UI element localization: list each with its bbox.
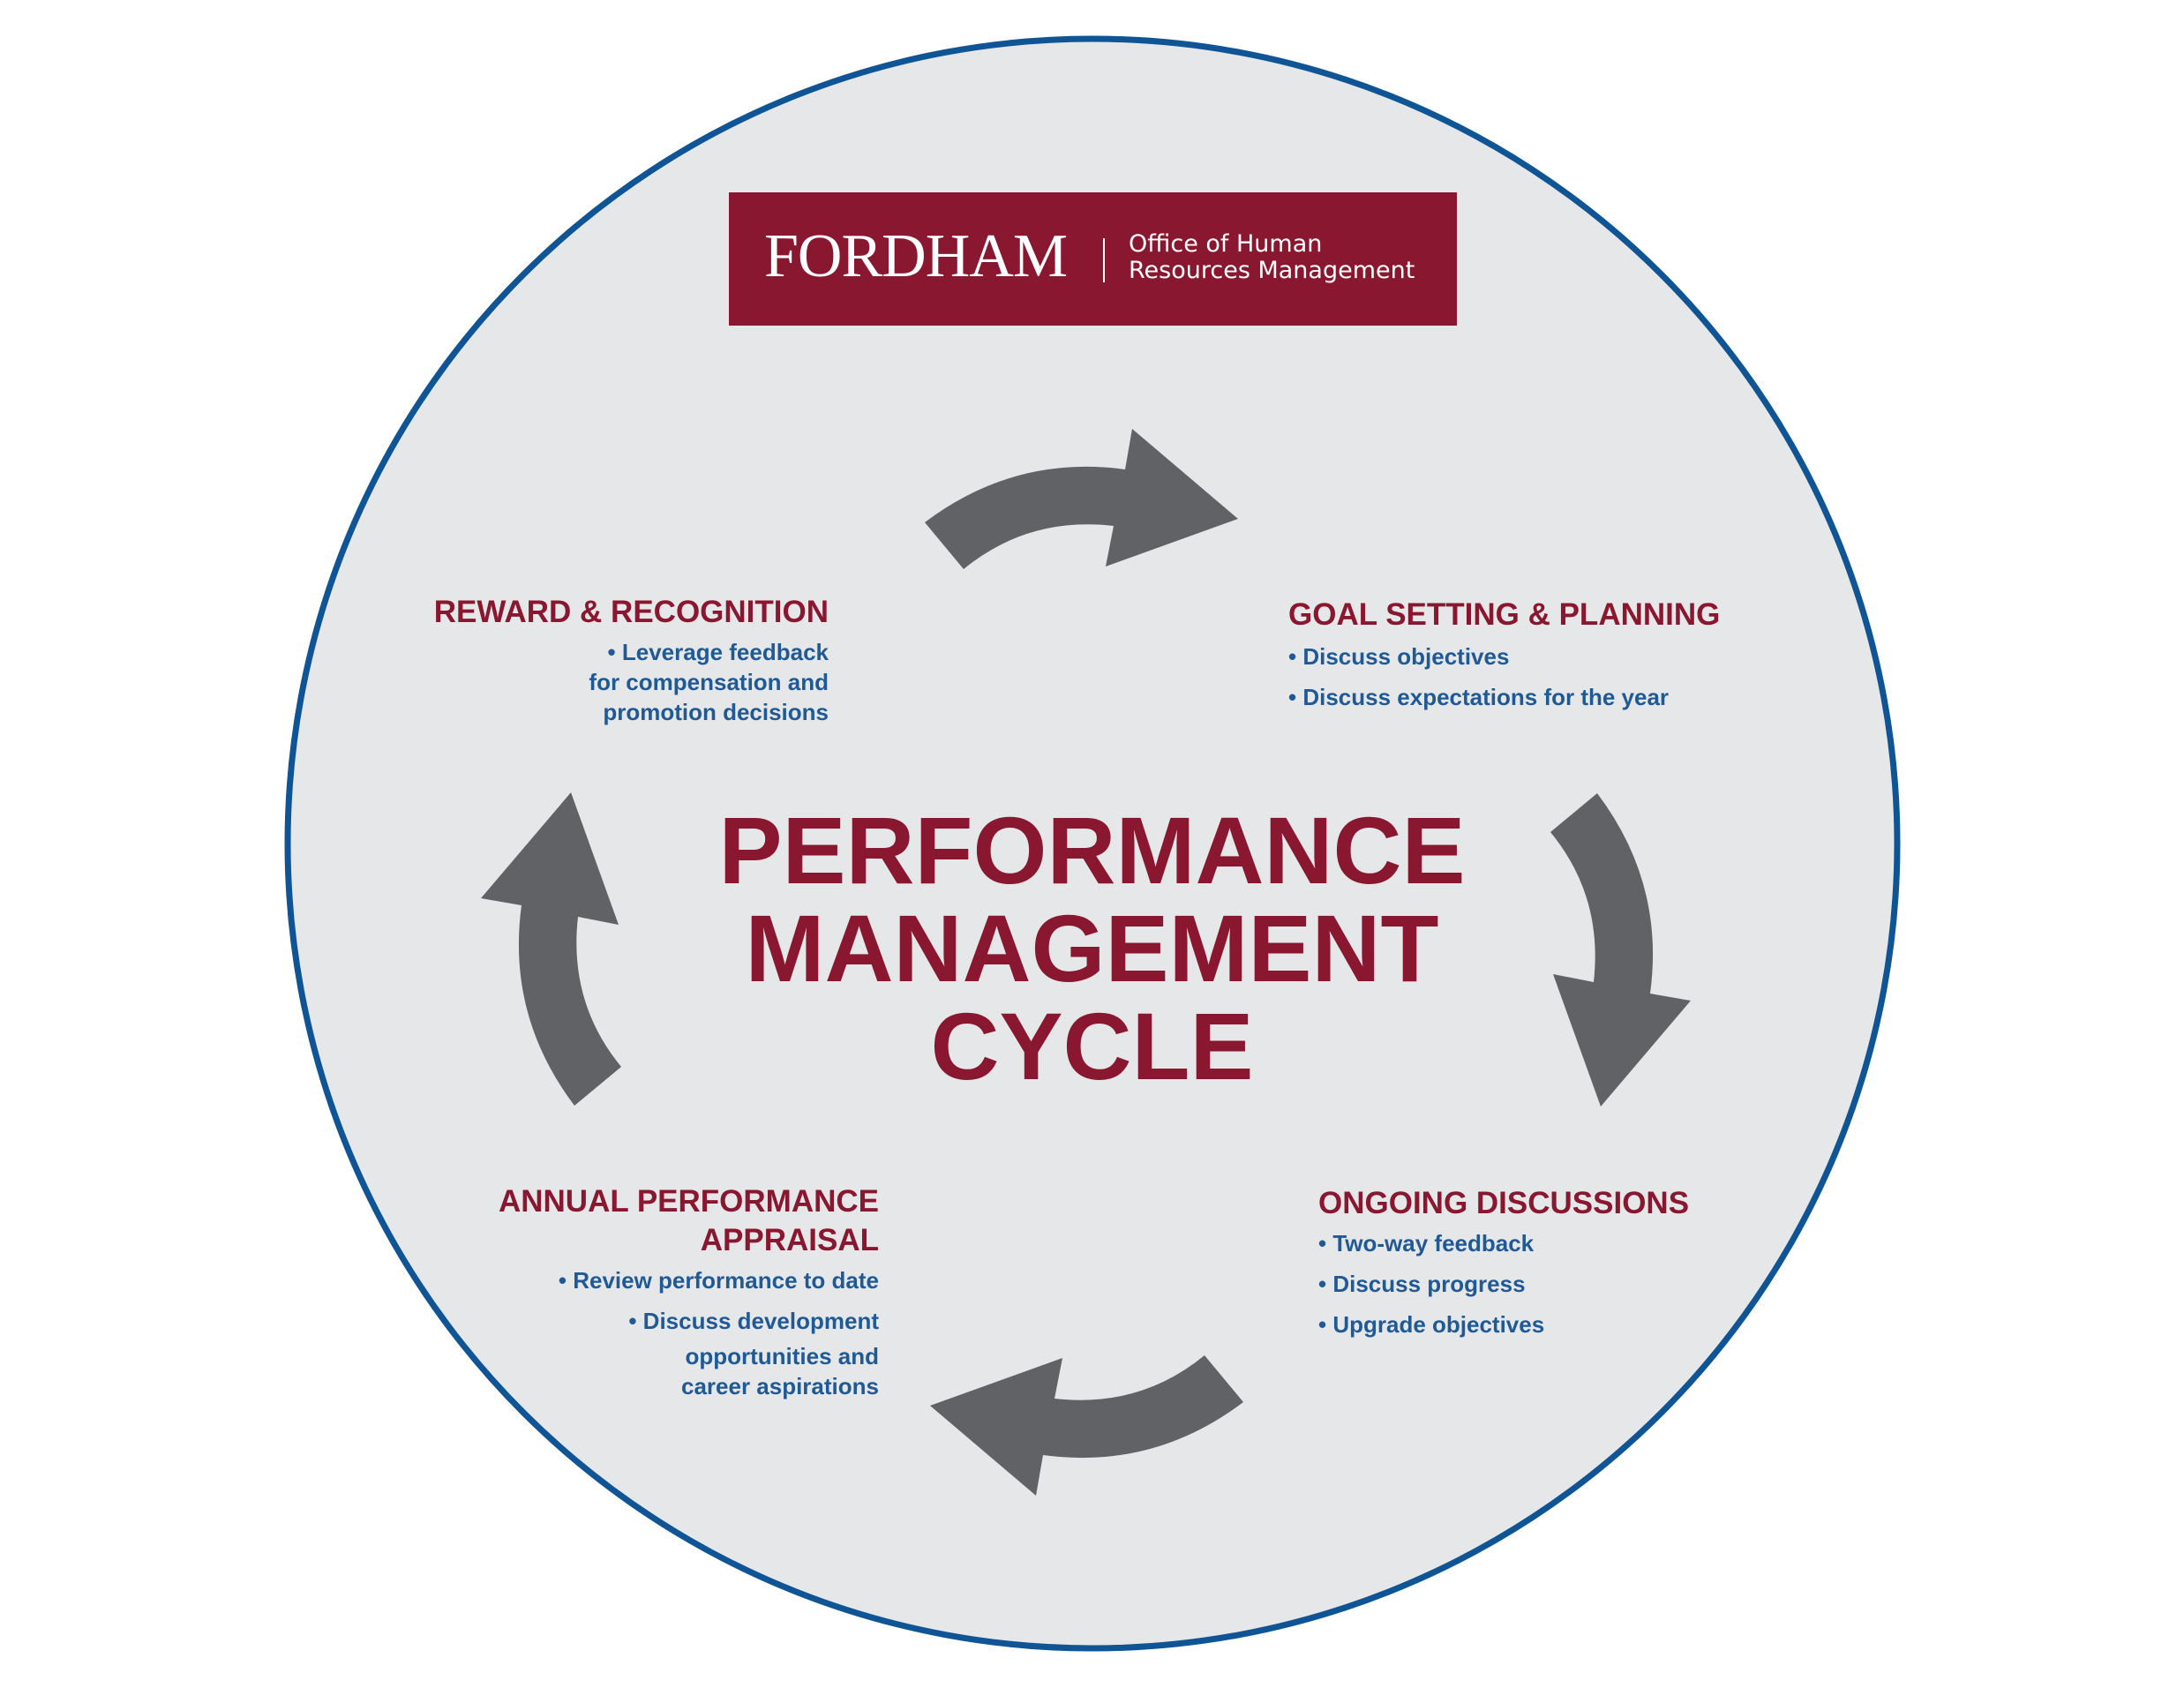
stage-bullet: promotion decisions <box>603 699 829 725</box>
stage-bullet: • Two-way feedback <box>1318 1230 1535 1257</box>
logo-wordmark: FORDHAM <box>764 222 1068 290</box>
stage-bullet: opportunities and <box>685 1343 879 1369</box>
stage-bullet: • Leverage feedback <box>607 639 829 665</box>
logo-divider <box>1103 238 1105 282</box>
page-title: PERFORMANCE MANAGEMENT CYCLE <box>0 801 2184 1095</box>
stage-goal-setting: GOAL SETTING & PLANNING • Discuss object… <box>1288 596 1720 717</box>
stage-heading: GOAL SETTING & PLANNING <box>1288 597 1721 632</box>
stage-bullet: • Review performance to date <box>558 1267 879 1294</box>
title-line: MANAGEMENT <box>745 895 1439 1002</box>
stage-heading: ANNUAL PERFORMANCE <box>498 1184 879 1219</box>
title-line: PERFORMANCE <box>718 797 1466 904</box>
stage-bullet: for compensation and <box>589 669 829 695</box>
logo-subtitle: Office of Human Resources Management <box>1129 231 1415 284</box>
stage-reward: REWARD & RECOGNITION • Leverage feedback… <box>434 593 829 727</box>
stage-bullet: • Upgrade objectives <box>1318 1311 1545 1338</box>
stage-heading: APPRAISAL <box>700 1223 879 1257</box>
stage-bullet: • Discuss objectives <box>1288 643 1510 670</box>
stage-ongoing-discussions: ONGOING DISCUSSIONS • Two-way feedback •… <box>1318 1184 1689 1345</box>
stage-annual-appraisal: ANNUAL PERFORMANCE APPRAISAL • Review pe… <box>499 1182 879 1401</box>
stage-heading: REWARD & RECOGNITION <box>433 595 829 629</box>
fordham-hr-logo: FORDHAM Office of Human Resources Manage… <box>729 192 1457 326</box>
background-circle <box>284 35 1901 1652</box>
stage-bullet: career aspirations <box>680 1373 879 1399</box>
logo-subtitle-line2: Resources Management <box>1129 257 1415 284</box>
stage-bullet: • Discuss expectations for the year <box>1288 684 1670 710</box>
stage-heading: ONGOING DISCUSSIONS <box>1318 1186 1690 1220</box>
stage-bullet: • Discuss development <box>628 1308 879 1334</box>
title-line: CYCLE <box>930 993 1254 1099</box>
stage-bullet: • Discuss progress <box>1318 1271 1526 1297</box>
logo-subtitle-line1: Office of Human <box>1129 230 1323 258</box>
